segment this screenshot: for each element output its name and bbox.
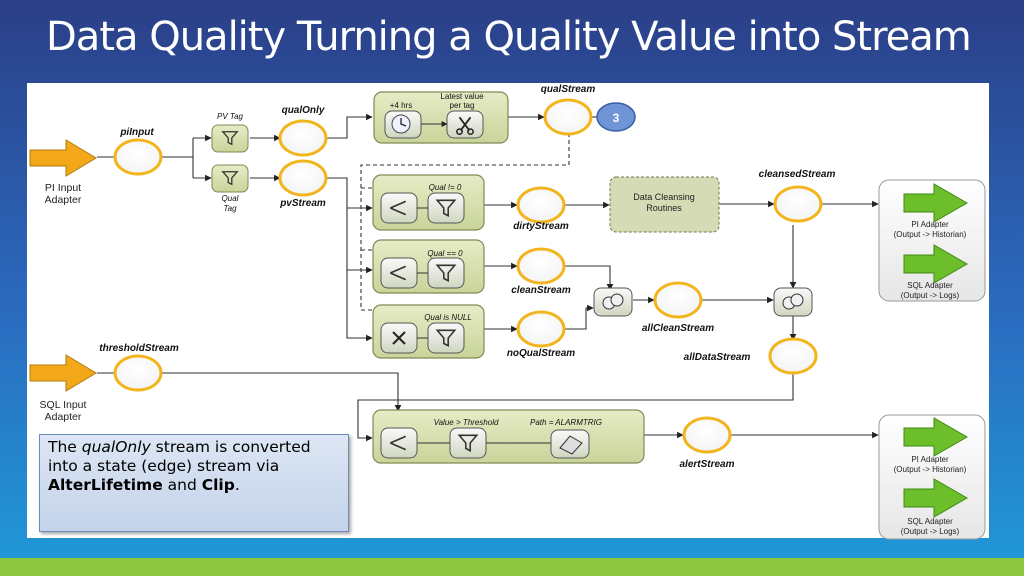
- union-node-alldata: [773, 287, 813, 317]
- stream-label-alertstream: alertStream: [679, 459, 734, 470]
- qual-null-label: Qual is NULL: [424, 313, 472, 322]
- data-cleansing-box: [609, 176, 720, 233]
- stream-label-qualstream: qualStream: [541, 84, 596, 95]
- stream-label-qualonly: qualOnly: [282, 105, 325, 116]
- alarm-icon: [550, 429, 590, 459]
- stream-node-noqualstream: [516, 310, 566, 348]
- stream-label-piinput: piInput: [119, 127, 154, 138]
- stream-node-alldatastream: [768, 337, 818, 375]
- stream-node-piinput: [113, 138, 163, 176]
- stream-node-alertstream: [682, 416, 732, 454]
- sql-input-adapter-arrow: [29, 354, 97, 392]
- output-panel-bottom: [878, 414, 986, 540]
- stream-node-dirtystream: [516, 186, 566, 224]
- pv-tag-label: PV Tag: [217, 112, 243, 121]
- pv-tag-filter: [211, 124, 249, 153]
- filter-icon: [427, 322, 465, 354]
- stream-node-thresholdstream: [113, 354, 163, 392]
- split-icon: [380, 257, 418, 289]
- filter-icon: [449, 427, 487, 459]
- stream-label-noqualstream: noQualStream: [507, 348, 575, 359]
- value-threshold-label: Value > Threshold: [434, 418, 499, 427]
- filter-icon: [427, 192, 465, 224]
- note-text-3: and: [162, 476, 202, 494]
- step-badge: 3: [596, 102, 636, 132]
- stream-label-cleansedstream: cleansedStream: [759, 169, 836, 180]
- stream-node-pvstream: [278, 159, 328, 197]
- filter-icon: [427, 257, 465, 289]
- stream-node-allcleanstream: [653, 281, 703, 319]
- qual-eq-0-label: Qual == 0: [427, 249, 463, 258]
- badge-number: 3: [613, 111, 620, 125]
- sql-adapter-label-top: SQL Adapter(Output -> Logs): [901, 281, 960, 300]
- clock-icon: [384, 110, 422, 139]
- split-icon: [380, 427, 418, 459]
- qual-tag-filter: [211, 164, 249, 193]
- slide-title: Data Quality Turning a Quality Value int…: [46, 14, 972, 60]
- pi-input-adapter-arrow: [29, 139, 97, 177]
- stream-label-cleanstream: cleanStream: [511, 285, 571, 296]
- sql-adapter-label-bottom: SQL Adapter(Output -> Logs): [901, 517, 960, 536]
- stream-label-allcleanstream: allCleanStream: [642, 323, 714, 334]
- note-qualonly: qualOnly: [81, 438, 151, 456]
- pi-adapter-label-top: PI Adapter(Output -> Historian): [894, 220, 967, 239]
- stream-label-pvstream: pvStream: [279, 198, 326, 209]
- union-node-allclean: [593, 287, 633, 317]
- stream-label-thresholdstream: thresholdStream: [99, 343, 179, 354]
- qual-ne-0-label: Qual != 0: [429, 183, 462, 192]
- plus-4hrs-label: +4 hrs: [390, 101, 412, 110]
- connector-lines: [97, 113, 879, 442]
- path-label: Path = ALARMTRIG: [530, 418, 602, 427]
- pi-adapter-label-bottom: PI Adapter(Output -> Historian): [894, 455, 967, 474]
- stream-label-alldatastream: allDataStream: [684, 352, 751, 363]
- note-alterlifetime: AlterLifetime: [48, 476, 163, 494]
- stream-label-dirtystream: dirtyStream: [513, 221, 569, 232]
- explanation-note: The qualOnly stream is converted into a …: [39, 434, 349, 532]
- split-icon: [380, 192, 418, 224]
- stream-node-cleansedstream: [773, 185, 823, 223]
- stream-node-qualonly: [278, 119, 328, 157]
- stream-node-qualstream: [543, 98, 593, 136]
- stream-nodes: [113, 98, 823, 454]
- bottom-accent-bar: [0, 558, 1024, 576]
- note-text-2: stream is converted into a state (edge) …: [48, 438, 311, 475]
- cross-icon: [380, 322, 418, 354]
- output-panel-top: [878, 179, 986, 302]
- stream-node-cleanstream: [516, 247, 566, 285]
- note-clip: Clip: [201, 476, 235, 494]
- note-text-1: The: [48, 438, 82, 456]
- scissors-icon: [446, 110, 484, 139]
- note-text-4: .: [234, 476, 240, 494]
